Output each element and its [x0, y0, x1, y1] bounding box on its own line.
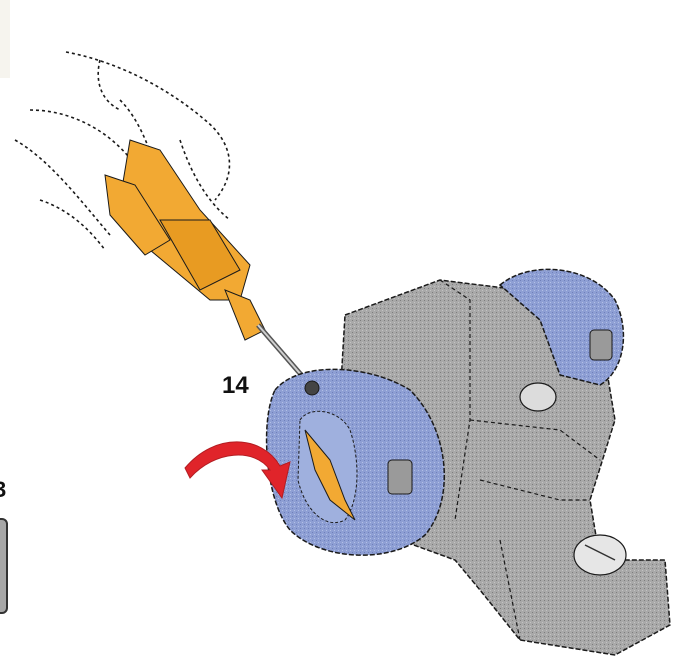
- edge-panel-fragment: [0, 0, 10, 78]
- grease-gun-nozzle-icon: [104, 139, 312, 387]
- edge-number-fragment: 3: [0, 477, 7, 502]
- callout-label: 14: [222, 372, 249, 399]
- bearing-cap-right: [498, 268, 625, 386]
- edge-box-fragment: [0, 518, 8, 614]
- bearing-cap-left: [265, 368, 446, 556]
- rotation-arrow-icon: [184, 441, 291, 500]
- grease-nipple: [304, 380, 320, 396]
- bolt-head-icon: [519, 382, 627, 576]
